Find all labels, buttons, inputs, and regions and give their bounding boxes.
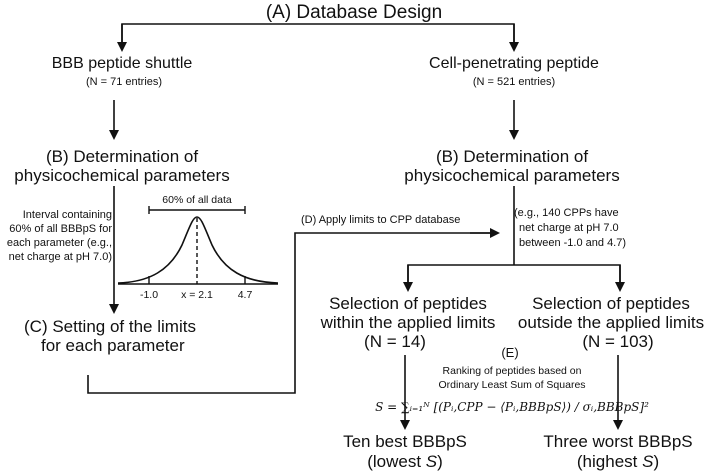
cpp-example-note-2: net charge at pH 7.0 — [519, 222, 619, 234]
ranking-formula: S = ∑ᵢ₌₁ᴺ [(Pᵢ,CPP − ⟨Pᵢ,BBBpS⟩) / σᵢ,BB… — [375, 400, 649, 414]
right-params-title-1: (B) Determination of — [435, 147, 589, 166]
worst-subtitle-prefix: (highest — [576, 452, 643, 471]
interval-note-1: Interval containing — [22, 209, 112, 221]
selection-split-line — [407, 264, 621, 287]
bell-curve — [117, 216, 279, 284]
within-count: (N = 14) — [364, 332, 426, 351]
cpp-count: (N = 521 entries) — [472, 76, 556, 88]
worst-subtitle-suffix: ) — [653, 452, 660, 471]
best-subtitle-var: S — [425, 452, 438, 471]
worst-subtitle-var: S — [642, 452, 654, 471]
best-subtitle: (lowest S) — [367, 452, 443, 472]
limits-title-2: for each parameter — [41, 336, 185, 355]
right-params-title-2: physicochemical parameters — [404, 166, 620, 185]
cpp-example-note-3: between -1.0 and 4.7) — [519, 237, 627, 249]
best-subtitle-suffix: ) — [437, 452, 443, 471]
tick-label-upper: 4.7 — [237, 289, 253, 301]
interval-note-4: net charge at pH 7.0) — [8, 251, 112, 263]
tick-label-mean: x = 2.1 — [181, 289, 213, 301]
bracket-60-percent — [148, 206, 246, 214]
best-subtitle-prefix: (lowest — [367, 452, 426, 471]
worst-subtitle: (highest S) — [577, 452, 659, 472]
ranking-text-1: Ranking of peptides based on — [442, 365, 582, 377]
outside-title-1: Selection of peptides — [532, 294, 690, 313]
cpp-heading: Cell-penetrating peptide — [429, 55, 599, 72]
bracket-label: 60% of all data — [162, 194, 232, 206]
outside-count: (N = 103) — [582, 332, 654, 351]
distribution-graphic — [117, 206, 279, 285]
bbb-shuttle-heading: BBB peptide shuttle — [51, 55, 193, 72]
best-title: Ten best BBBpS — [343, 432, 467, 451]
cpp-example-note-1: (e.g., 140 CPPs have — [514, 207, 619, 219]
bbb-shuttle-count: (N = 71 entries) — [85, 76, 163, 88]
worst-title: Three worst BBBpS — [543, 432, 693, 451]
outside-title-2: outside the applied limits — [517, 313, 705, 332]
title-split-line — [121, 23, 515, 47]
limits-title-1: (C) Setting of the limits — [24, 317, 196, 336]
interval-note-2: 60% of all BBBpS for — [9, 223, 112, 235]
interval-note-3: each parameter (e.g., — [6, 237, 112, 249]
within-title-1: Selection of peptides — [329, 294, 487, 313]
ranking-label: (E) — [501, 345, 519, 360]
diagram-title: (A) Database Design — [265, 2, 443, 23]
left-params-title-2: physicochemical parameters — [14, 166, 230, 185]
left-params-title-1: (B) Determination of — [45, 147, 199, 166]
ranking-text-2: Ordinary Least Sum of Squares — [438, 379, 586, 391]
within-title-2: within the applied limits — [320, 313, 496, 332]
apply-limits-label: (D) Apply limits to CPP database — [301, 214, 461, 226]
apply-limits-connector — [87, 232, 490, 394]
tick-label-lower: -1.0 — [139, 289, 159, 301]
